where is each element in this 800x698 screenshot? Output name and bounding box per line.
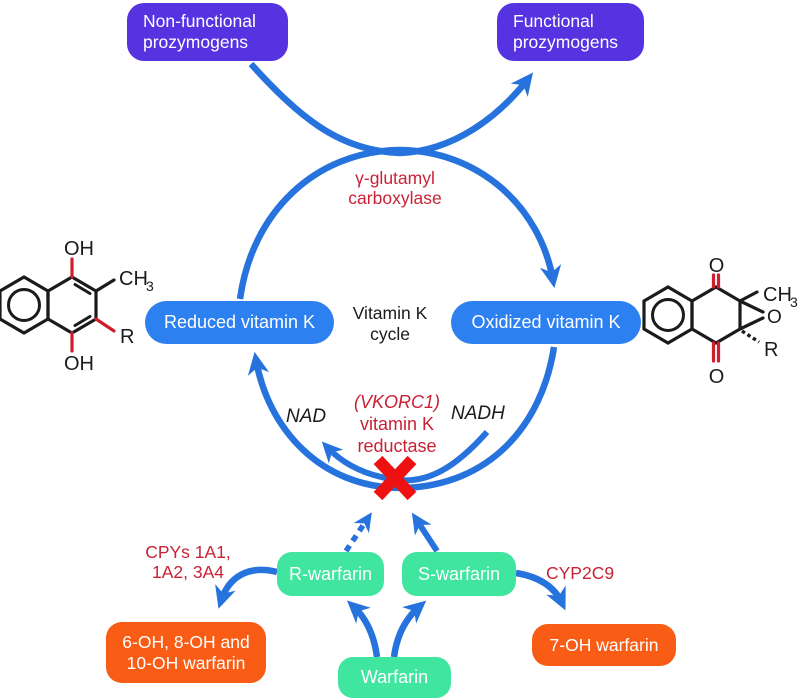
- arrow-s-warfarin-to-7oh: [515, 569, 566, 611]
- arrow-prozymogen-conversion: [248, 61, 534, 157]
- box-label: 6-OH, 8-OH and: [122, 631, 250, 652]
- box-7-oh-warfarin: 7-OH warfarin: [532, 624, 676, 666]
- enzyme-label-line: carboxylase: [348, 188, 442, 208]
- box-reduced-vitamin-k: Reduced vitamin K: [145, 301, 334, 344]
- box-oh-metabolites: 6-OH, 8-OH and 10-OH warfarin: [106, 622, 266, 683]
- arrow-r-warfarin-to-metabolites: [215, 566, 278, 609]
- cycle-title-line: Vitamin K: [352, 303, 428, 323]
- label-nadh: NADH: [451, 403, 505, 424]
- label-vkorc1-vitamin-k-reductase: (VKORC1) vitamin K reductase: [327, 391, 467, 457]
- box-label: S-warfarin: [417, 563, 501, 584]
- box-label: prozymogens: [143, 32, 249, 52]
- enzyme-label-line: 1A2, 3A4: [152, 562, 224, 582]
- enzyme-label-line: vitamin K: [359, 414, 435, 434]
- arrow-r-warfarin-to-block: [343, 512, 372, 553]
- gene-label: (VKORC1): [353, 392, 440, 412]
- structure-reduced-vitamin-k: OH CH 3 R OH: [0, 238, 154, 375]
- box-label: 10-OH warfarin: [126, 652, 246, 673]
- label-vitamin-k-cycle: Vitamin K cycle: [340, 303, 440, 345]
- label-r-group: R: [764, 339, 778, 361]
- box-label: 7-OH warfarin: [549, 634, 659, 655]
- label-ch3: CH: [119, 268, 148, 290]
- label-oh-bottom: OH: [64, 353, 94, 375]
- box-label: prozymogens: [513, 32, 619, 52]
- label-o-bottom: O: [709, 366, 725, 388]
- box-functional-prozymogens: Functional prozymogens: [497, 3, 644, 61]
- arrow-warfarin-to-r-warfarin: [346, 600, 381, 658]
- enzyme-label-line: CPYs 1A1,: [145, 542, 231, 562]
- box-warfarin: Warfarin: [338, 657, 451, 698]
- box-s-warfarin: S-warfarin: [402, 552, 516, 596]
- structure-oxidized-vitamin-k-epoxide: O CH 3 O R O: [642, 255, 798, 388]
- label-cyp2c9: CYP2C9: [546, 563, 615, 583]
- label-nad: NAD: [286, 406, 327, 427]
- enzyme-label-line: γ-glutamyl: [355, 168, 435, 188]
- label-cpys-enzymes: CPYs 1A1, 1A2, 3A4: [133, 542, 243, 582]
- box-label: Oxidized vitamin K: [471, 312, 621, 332]
- label-ch3-subscript: 3: [146, 278, 154, 294]
- box-label: R-warfarin: [288, 563, 372, 584]
- box-oxidized-vitamin-k: Oxidized vitamin K: [451, 301, 641, 344]
- box-label: Warfarin: [360, 667, 429, 687]
- label-oh-top: OH: [64, 238, 94, 260]
- cycle-title-line: cycle: [370, 324, 410, 344]
- label-ch3-subscript: 3: [790, 294, 798, 310]
- box-label: Reduced vitamin K: [163, 312, 316, 332]
- label-gamma-glutamyl-carboxylase: γ-glutamyl carboxylase: [320, 168, 470, 208]
- label-o-top: O: [709, 255, 725, 277]
- label-o-epoxide: O: [767, 307, 782, 328]
- box-non-functional-prozymogens: Non-functional prozymogens: [127, 3, 288, 61]
- arrow-warfarin-to-s-warfarin: [390, 600, 427, 658]
- blocked-x-icon: [373, 455, 417, 501]
- box-label: Functional: [513, 11, 594, 31]
- box-label: Non-functional: [143, 11, 256, 31]
- box-r-warfarin: R-warfarin: [277, 552, 384, 596]
- enzyme-label-line: reductase: [357, 436, 437, 456]
- label-ch3: CH: [763, 284, 792, 306]
- arrow-s-warfarin-to-block: [411, 512, 440, 553]
- label-r-group: R: [120, 326, 134, 348]
